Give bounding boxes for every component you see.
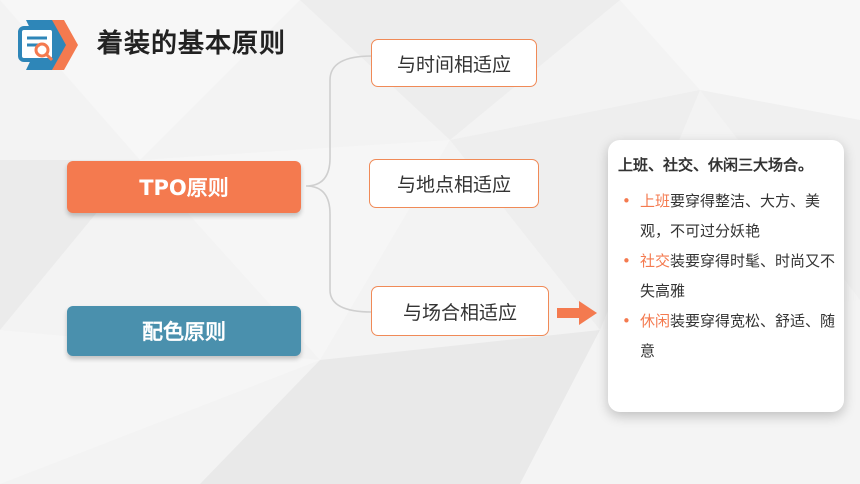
item-highlight: 上班 bbox=[640, 192, 671, 210]
list-item: • 休闲装要穿得宽松、舒适、随意 bbox=[618, 306, 838, 366]
bullet-icon: • bbox=[622, 312, 631, 330]
list-item: • 上班要穿得整洁、大方、美观，不可过分妖艳 bbox=[618, 186, 838, 246]
place-branch[interactable]: 与地点相适应 bbox=[369, 159, 539, 208]
bullet-icon: • bbox=[622, 252, 631, 270]
item-text: 装要穿得宽松、舒适、随意 bbox=[640, 312, 836, 360]
occasion-branch[interactable]: 与场合相适应 bbox=[371, 286, 549, 336]
tpo-principle-button[interactable]: TPO原则 bbox=[67, 161, 301, 213]
time-branch[interactable]: 与时间相适应 bbox=[371, 39, 537, 87]
document-magnifier-icon bbox=[18, 20, 78, 70]
occasion-detail-card: 上班、社交、休闲三大场合。 •上班要穿得整洁、大方、美观，不可过分妖艳 •社交装… bbox=[608, 140, 844, 412]
arrow-right-icon bbox=[557, 301, 597, 325]
page-title: 着装的基本原则 bbox=[97, 29, 287, 59]
color-principle-button[interactable]: 配色原则 bbox=[67, 306, 301, 356]
occasion-list: •上班要穿得整洁、大方、美观，不可过分妖艳 •社交装要穿得时髦、时尚又不失高雅 … bbox=[618, 186, 838, 366]
bullet-icon: • bbox=[622, 192, 631, 210]
list-item: • 社交装要穿得时髦、时尚又不失高雅 bbox=[618, 246, 838, 306]
bracket-connector bbox=[305, 55, 373, 313]
card-heading: 上班、社交、休闲三大场合。 bbox=[618, 156, 814, 174]
item-highlight: 社交 bbox=[640, 252, 671, 270]
item-text: 装要穿得时髦、时尚又不失高雅 bbox=[640, 252, 836, 300]
item-highlight: 休闲 bbox=[640, 312, 671, 330]
item-text: 要穿得整洁、大方、美观，不可过分妖艳 bbox=[640, 192, 821, 240]
